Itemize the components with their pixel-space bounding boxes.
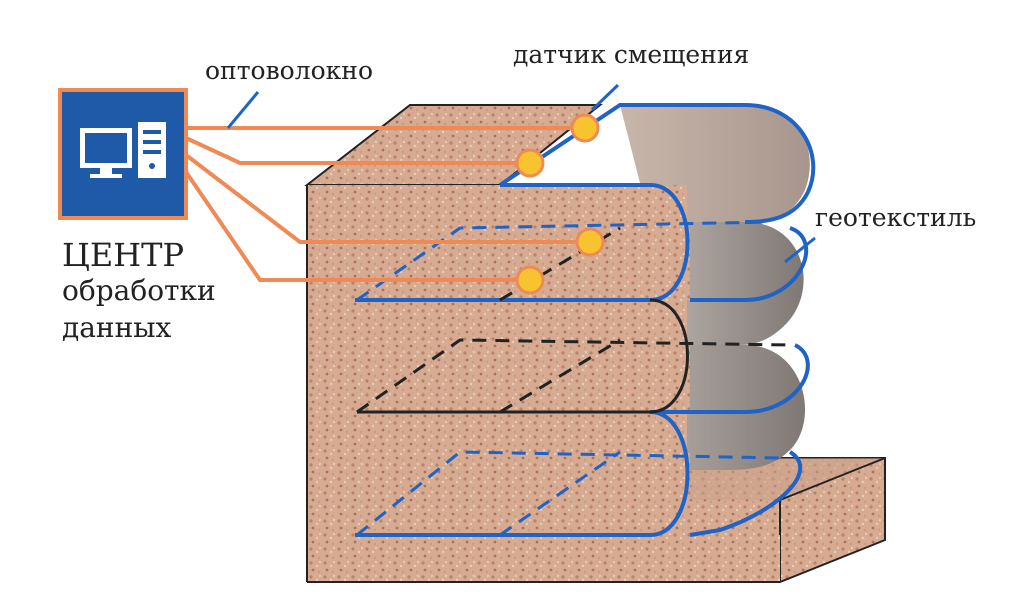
displacement-sensors (515, 113, 605, 295)
geotextile-wraps (355, 103, 816, 537)
sensor-dot-icon (575, 227, 605, 257)
leader-lines (226, 83, 816, 264)
optical-fiber-cables (184, 126, 592, 282)
label-center-line3: данных (62, 311, 172, 344)
soil-block (304, 104, 780, 583)
label-geotextile: геотекстиль (815, 203, 977, 232)
sensor-dot-icon (570, 113, 600, 143)
sensor-dot-icon (515, 148, 545, 178)
dashed-lines (356, 220, 791, 537)
label-optical-fiber: оптоволокно (205, 56, 373, 85)
label-displacement-sensor: датчик смещения (513, 40, 750, 69)
computer-icon (80, 122, 166, 178)
data-center-box (58, 88, 188, 220)
label-center-line2: обработки (62, 274, 216, 307)
solid-inner-lines (357, 298, 689, 414)
sensor-dot-icon (515, 265, 545, 295)
geotextile-fabric (620, 105, 810, 470)
label-center-title: ЦЕНТР (62, 236, 185, 274)
